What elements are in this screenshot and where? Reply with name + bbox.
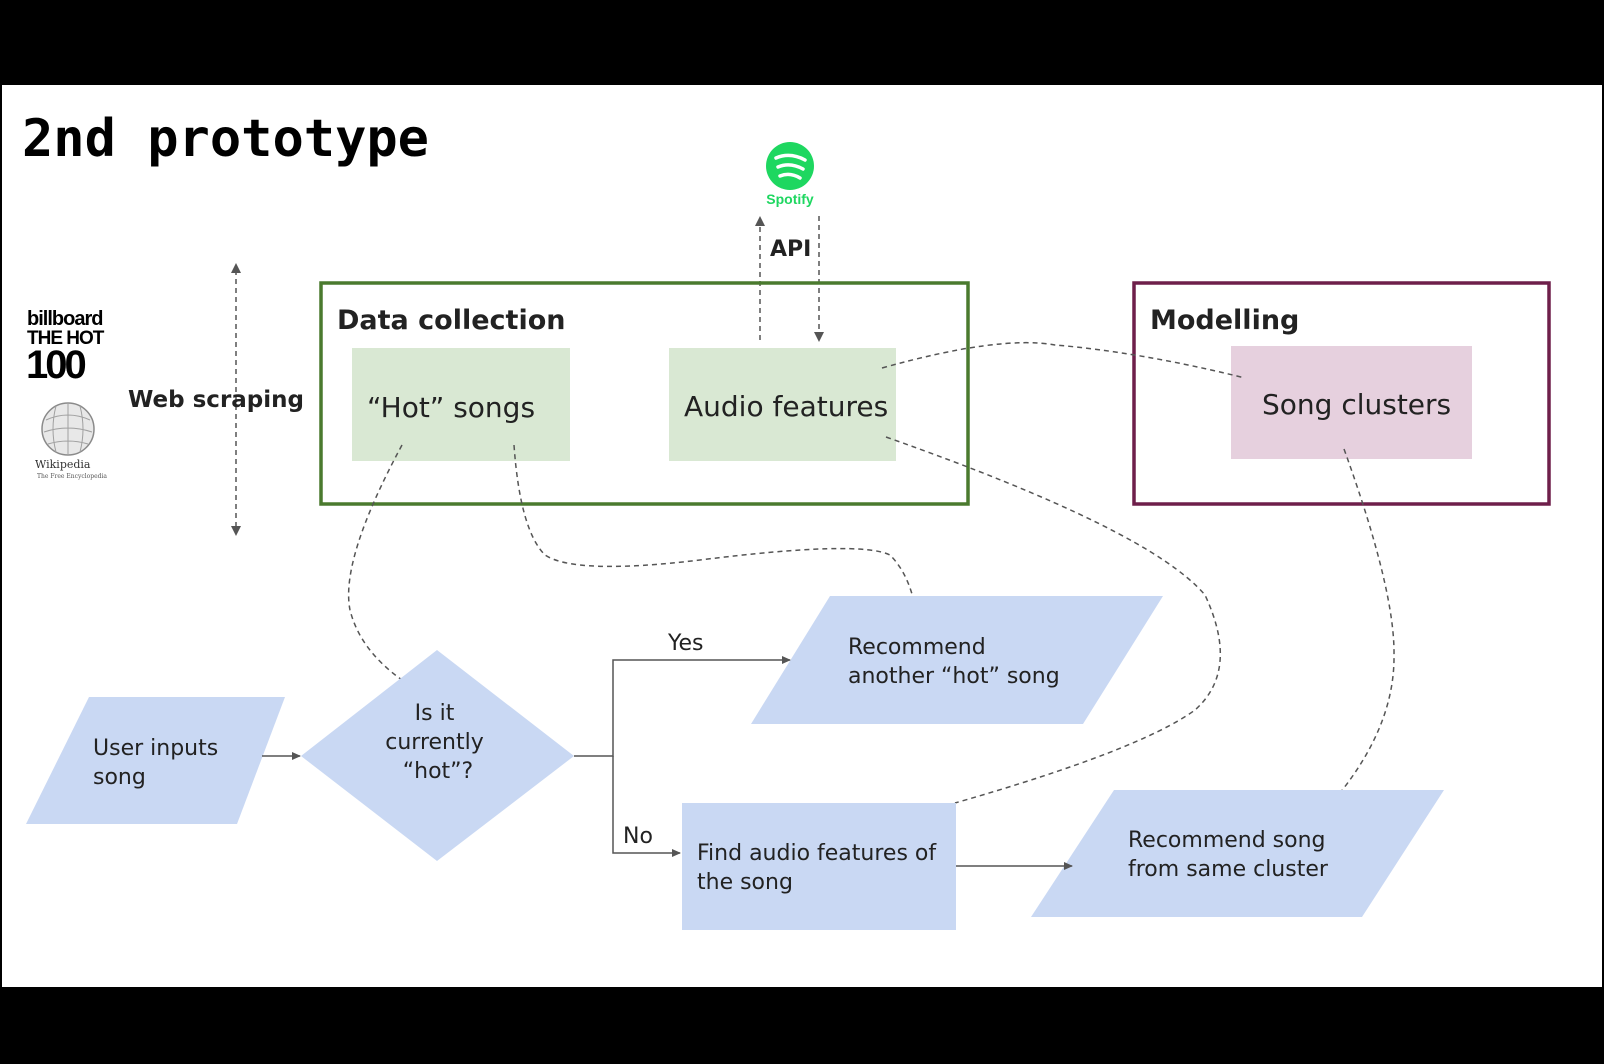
audio-features-node: [669, 348, 896, 461]
decision-label: Is it currently “hot”?: [385, 701, 491, 784]
web-scraping-label: Web scraping: [128, 387, 304, 413]
svg-text:100: 100: [26, 343, 85, 387]
svg-text:Wikipedia: Wikipedia: [35, 458, 91, 471]
connector-hot-to-recommend: [513, 444, 917, 613]
decision-node: [301, 650, 574, 861]
recommend-hot-label: Recommend another “hot” song: [848, 635, 1060, 689]
no-label: No: [623, 824, 653, 849]
modelling-title: Modelling: [1150, 305, 1299, 336]
arrow-yes: [574, 656, 791, 757]
svg-text:THE HOT: THE HOT: [27, 328, 105, 349]
page-title: 2nd prototype: [22, 109, 429, 169]
wikipedia-logo: Wikipedia The Free Encyclopedia: [35, 402, 107, 480]
modelling-group: [1132, 281, 1551, 506]
billboard-hot-100-logo: billboard THE HOT 100: [26, 308, 106, 387]
recommend-cluster-node: [1031, 790, 1444, 917]
user-inputs-label: User inputs song: [93, 736, 225, 790]
arrow-no: [612, 756, 681, 857]
api-arrows: [755, 216, 824, 342]
api-label: API: [770, 237, 811, 262]
connector-audio-to-clusters: [881, 341, 1246, 379]
web-scraping-arrow: [231, 263, 241, 536]
hot-songs-label: “Hot” songs: [367, 391, 535, 424]
connector-hot-to-decision: [347, 444, 403, 681]
spotify-logo: Spotify: [766, 142, 814, 207]
connector-audio-to-find: [885, 436, 1222, 804]
recommend-cluster-label: Recommend song from same cluster: [1128, 828, 1333, 882]
flow-arrows: [262, 656, 1073, 870]
song-clusters-label: Song clusters: [1262, 388, 1451, 421]
hot-songs-node: [352, 348, 570, 461]
data-collection-group: [319, 281, 970, 506]
user-inputs-node: [26, 697, 285, 824]
dashed-connectors: [347, 341, 1395, 806]
svg-text:billboard: billboard: [27, 308, 102, 330]
svg-text:The Free Encyclopedia: The Free Encyclopedia: [37, 473, 107, 480]
data-collection-title: Data collection: [337, 305, 565, 336]
audio-features-label: Audio features: [684, 390, 888, 423]
svg-text:Spotify: Spotify: [766, 191, 814, 207]
song-clusters-node: [1231, 346, 1472, 459]
connector-clusters-to-recommend: [1329, 448, 1395, 806]
recommend-hot-node: [751, 596, 1163, 724]
find-features-label: Find audio features of the song: [697, 841, 943, 895]
find-features-node: [682, 803, 956, 930]
yes-label: Yes: [667, 631, 704, 656]
